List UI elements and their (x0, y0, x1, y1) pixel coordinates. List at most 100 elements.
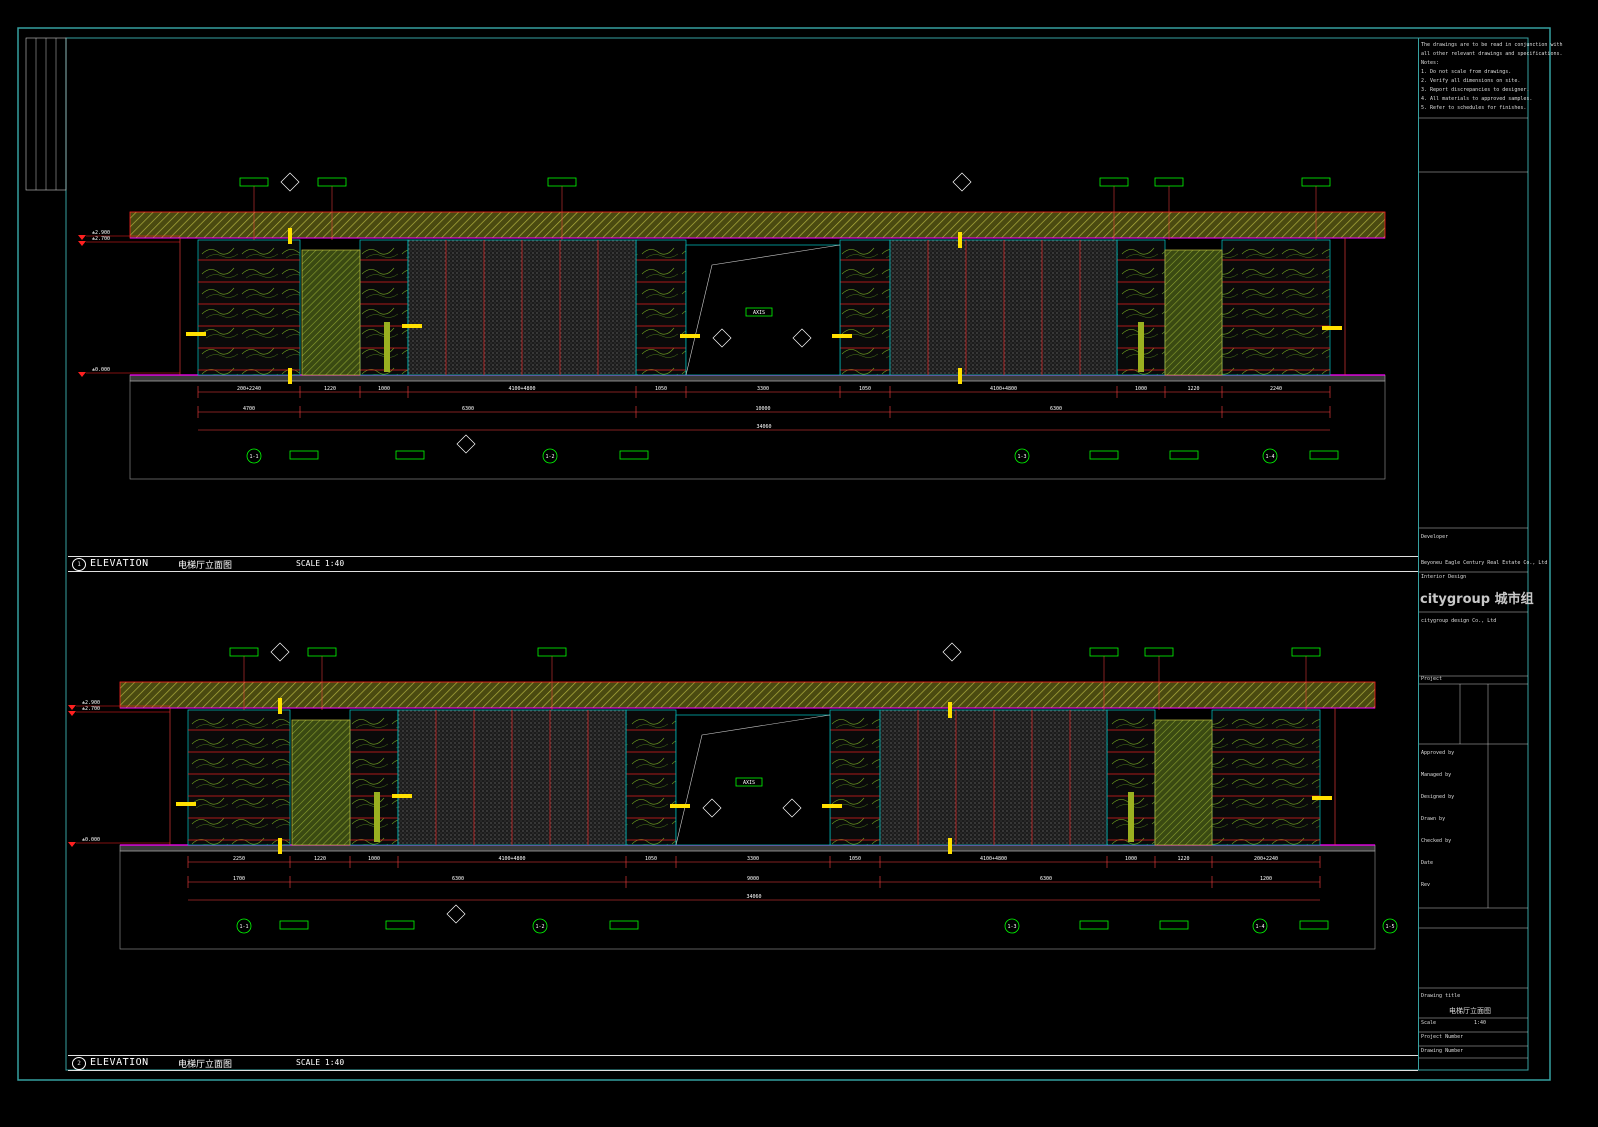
handle-bar (1138, 322, 1144, 372)
elevation-scale: SCALE 1:40 (296, 1058, 345, 1067)
material-tag (307, 647, 337, 657)
grid-axis-circle (1004, 918, 1020, 934)
dimension-text: 200+2240 (1254, 856, 1278, 862)
approval-row-label: Approved by (1421, 750, 1455, 756)
level-marker-icon (68, 705, 76, 710)
material-tag (385, 920, 415, 930)
note-line: Notes: (1421, 60, 1440, 66)
grid-axis-label: 1-3 (1017, 454, 1026, 460)
highlight-marker (958, 368, 962, 384)
approval-row-label: Designed by (1421, 794, 1455, 800)
dimension-text: 1000 (368, 856, 380, 862)
section-marker-icon (952, 172, 972, 192)
handle-bar (1128, 792, 1134, 842)
marble-wall-panel (635, 239, 687, 376)
citygroup-logo: citygroup 城市组 (1420, 592, 1534, 607)
grid-axis-circle (532, 918, 548, 934)
level-label: ±0.000 (82, 837, 100, 843)
dimension-text: 1200 (1260, 876, 1272, 882)
stone-wall-panel (879, 709, 1108, 846)
highlight-marker (1322, 326, 1342, 330)
approval-row-label: Drawn by (1421, 816, 1446, 822)
highlight-marker (832, 334, 852, 338)
dimension-text: 1000 (1125, 856, 1137, 862)
dimension-text: 4100+4800 (508, 386, 535, 392)
grid-axis-circle (246, 448, 262, 464)
highlight-marker (958, 232, 962, 248)
marble-wall-panel (187, 709, 291, 846)
material-tag (619, 450, 649, 460)
material-tag (239, 177, 269, 187)
developer-label: Developer (1421, 534, 1449, 540)
approval-row-label: Checked by (1421, 838, 1452, 844)
note-line: 5. Refer to schedules for finishes. (1421, 105, 1527, 111)
door-panel (1154, 719, 1213, 846)
elevation-number-badge: 2 (72, 1057, 86, 1070)
dimension-text: 10000 (755, 406, 770, 412)
note-line: all other relevant drawings and specific… (1421, 51, 1563, 57)
dimension-text: 1050 (849, 856, 861, 862)
elevation-title-strip-2: 2 ELEVATION 电梯厅立面图 SCALE 1:40 (68, 1055, 1418, 1071)
center-tag-box (745, 307, 773, 317)
grid-axis-label: 1-1 (239, 924, 248, 930)
grid-axis-circle (542, 448, 558, 464)
section-marker-icon (712, 328, 732, 348)
marble-wall-panel (829, 709, 881, 846)
material-tag (1309, 450, 1339, 460)
dimension-text: 6300 (452, 876, 464, 882)
material-tag (1089, 647, 1119, 657)
title-block: The drawings are to be read in conjuncti… (1418, 38, 1562, 1070)
highlight-marker (176, 802, 196, 806)
developer-name: Beyoneu Eagle Century Real Estate Co., L… (1421, 560, 1548, 566)
grid-axis-label: 1-4 (1255, 924, 1264, 930)
section-marker-icon (270, 642, 290, 662)
scale-label: Scale (1421, 1020, 1437, 1026)
highlight-marker (402, 324, 422, 328)
marble-wall-panel (1221, 239, 1331, 376)
material-tag (289, 450, 319, 460)
elevation-title-cn: 电梯厅立面图 (178, 1060, 233, 1070)
grid-axis-circle (1014, 448, 1030, 464)
highlight-marker (278, 838, 282, 854)
dimension-text: 1700 (233, 876, 245, 882)
grid-axis-label: 1-5 (1385, 924, 1394, 930)
dimension-text: 6300 (1050, 406, 1062, 412)
material-tag (1291, 647, 1321, 657)
material-tag (1089, 450, 1119, 460)
level-label: ±0.000 (92, 367, 110, 373)
door-panel (1164, 249, 1223, 376)
center-tag-text: AXIS (743, 780, 755, 786)
dimension-text: 1050 (859, 386, 871, 392)
approval-row-label: Rev (1421, 882, 1431, 888)
drawing-title-label: Drawing title (1421, 993, 1461, 999)
note-line: The drawings are to be read in conjuncti… (1421, 42, 1563, 48)
grid-axis-circle (1262, 448, 1278, 464)
section-marker-icon (456, 434, 476, 454)
section-marker-icon (792, 328, 812, 348)
material-tag (537, 647, 567, 657)
section-marker-icon (702, 798, 722, 818)
grid-axis-circle (236, 918, 252, 934)
highlight-marker (948, 838, 952, 854)
approval-row-label: Date (1421, 860, 1434, 866)
material-tag (1144, 647, 1174, 657)
dimension-text: 4100+4800 (990, 386, 1017, 392)
dimension-text: 200+2240 (237, 386, 261, 392)
dimension-text: 9000 (747, 876, 759, 882)
level-label: ±2.900 (82, 700, 100, 706)
marble-wall-panel (1211, 709, 1321, 846)
ceiling-slab (129, 211, 1386, 239)
scale-value: 1:40 (1474, 1020, 1487, 1026)
ceiling-slab (119, 681, 1376, 709)
level-label: ±2.900 (92, 230, 110, 236)
door-panel (301, 249, 361, 376)
level-marker-icon (68, 842, 76, 847)
interior-design-label: Interior Design (1421, 574, 1467, 580)
material-tag (609, 920, 639, 930)
project-number-label: Project Number (1421, 1034, 1464, 1040)
dimension-total: 34060 (756, 424, 771, 430)
highlight-marker (948, 702, 952, 718)
dimension-text: 4100+4800 (980, 856, 1007, 862)
highlight-marker (288, 368, 292, 384)
